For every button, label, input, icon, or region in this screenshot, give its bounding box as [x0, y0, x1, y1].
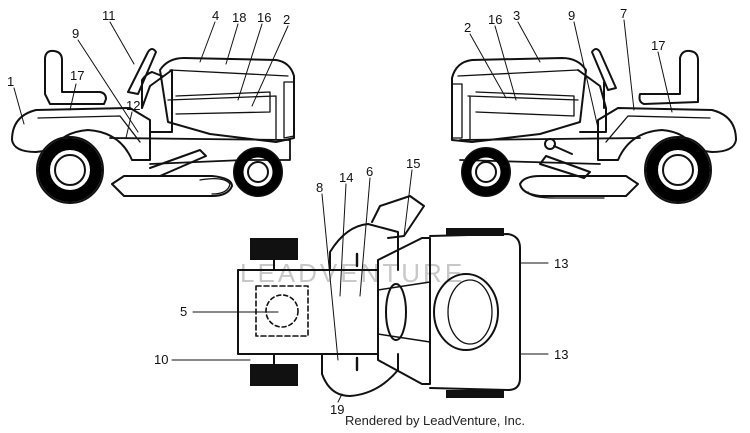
credit-text: Rendered by LeadVenture, Inc.	[345, 413, 525, 428]
footrest-top	[377, 281, 431, 343]
callout-2-left: 2	[283, 12, 290, 27]
hood-decal-left	[175, 91, 271, 115]
tractor-left-side-view	[11, 48, 295, 204]
seat-top-inner	[447, 279, 493, 345]
discharge-chute-top	[371, 195, 425, 239]
fender-stripe-right	[605, 115, 711, 143]
hood-top-right	[457, 69, 579, 77]
front-wheel-right	[461, 147, 511, 197]
leader-lines	[13, 19, 673, 403]
steering-wheel-top	[385, 283, 407, 341]
callout-18: 18	[232, 10, 246, 25]
callout-6: 6	[366, 164, 373, 179]
callout-12: 12	[126, 98, 140, 113]
hood-grille-right	[451, 83, 463, 139]
callout-13-upper: 13	[554, 256, 568, 271]
front-wheel-top-upper	[250, 238, 298, 260]
hood-panel-left	[167, 95, 277, 141]
rear-wheel-top-upper	[446, 228, 504, 236]
deck-lever-right	[539, 155, 591, 179]
callout-8: 8	[316, 180, 323, 195]
callout-2-right: 2	[464, 20, 471, 35]
hood-grille-left	[283, 81, 295, 139]
callout-7: 7	[620, 6, 627, 21]
callout-16-left: 16	[257, 10, 271, 25]
front-wheel-top-lower	[250, 364, 298, 386]
rear-hub-left	[54, 154, 86, 186]
lever-knob-right	[544, 138, 556, 150]
callout-17-right: 17	[651, 38, 665, 53]
callout-17-left: 17	[70, 68, 84, 83]
seat-right	[638, 49, 699, 105]
callout-14: 14	[339, 170, 353, 185]
callout-9-left: 9	[72, 26, 79, 41]
rear-wheel-right	[644, 136, 712, 204]
front-wheel-left	[233, 147, 283, 197]
callout-11: 11	[102, 8, 116, 23]
front-tire-right	[462, 148, 510, 196]
hood-decal-right	[475, 91, 575, 117]
engine-decal-circle	[265, 294, 299, 328]
callout-3: 3	[513, 8, 520, 23]
seat-left	[44, 49, 107, 105]
rear-wheel-top-lower	[446, 390, 504, 398]
callout-4: 4	[212, 8, 219, 23]
deck-chute-right	[527, 191, 605, 199]
front-hub-right	[475, 161, 497, 183]
callout-9-right: 9	[568, 8, 575, 23]
hood-panel-right	[467, 95, 579, 141]
callout-5: 5	[180, 304, 187, 319]
deck-lever-left	[149, 149, 207, 177]
rear-hub-right	[662, 154, 694, 186]
rear-body-top	[429, 233, 521, 391]
callout-10: 10	[154, 352, 168, 367]
callout-19: 19	[330, 402, 344, 417]
front-hub-left	[247, 161, 269, 183]
deck-chute-left	[199, 178, 231, 195]
tractor-top-view	[237, 195, 521, 398]
hood-top-left	[169, 69, 289, 77]
steering-wheel-left	[127, 48, 157, 95]
callout-16-right: 16	[488, 12, 502, 27]
seat-top-view	[433, 273, 499, 351]
callout-13-lower: 13	[554, 347, 568, 362]
lever-rod-right	[553, 145, 573, 155]
tractor-right-side-view	[451, 48, 737, 204]
frame-left	[109, 137, 291, 165]
callout-1-left: 1	[7, 74, 14, 89]
rear-tire-right	[646, 138, 710, 202]
rear-wheel-left	[36, 136, 104, 204]
callout-labels: 1 17 9 11 12 4 18 16 2 2 16 3 9 7 17 5 1…	[7, 6, 665, 417]
mower-deck-left	[111, 175, 233, 197]
mower-deck-top-upper	[329, 223, 399, 271]
front-tire-left	[234, 148, 282, 196]
hood-right	[451, 57, 587, 143]
mower-deck-right	[519, 175, 639, 197]
rear-fender-left	[11, 107, 151, 161]
steering-wheel-right	[591, 48, 617, 91]
fender-stripe-left	[37, 115, 141, 143]
mower-deck-top	[321, 353, 399, 397]
engine-decal-square	[255, 285, 309, 337]
rear-tire-left	[38, 138, 102, 202]
dash-top-view	[377, 237, 431, 385]
callout-15: 15	[406, 156, 420, 171]
